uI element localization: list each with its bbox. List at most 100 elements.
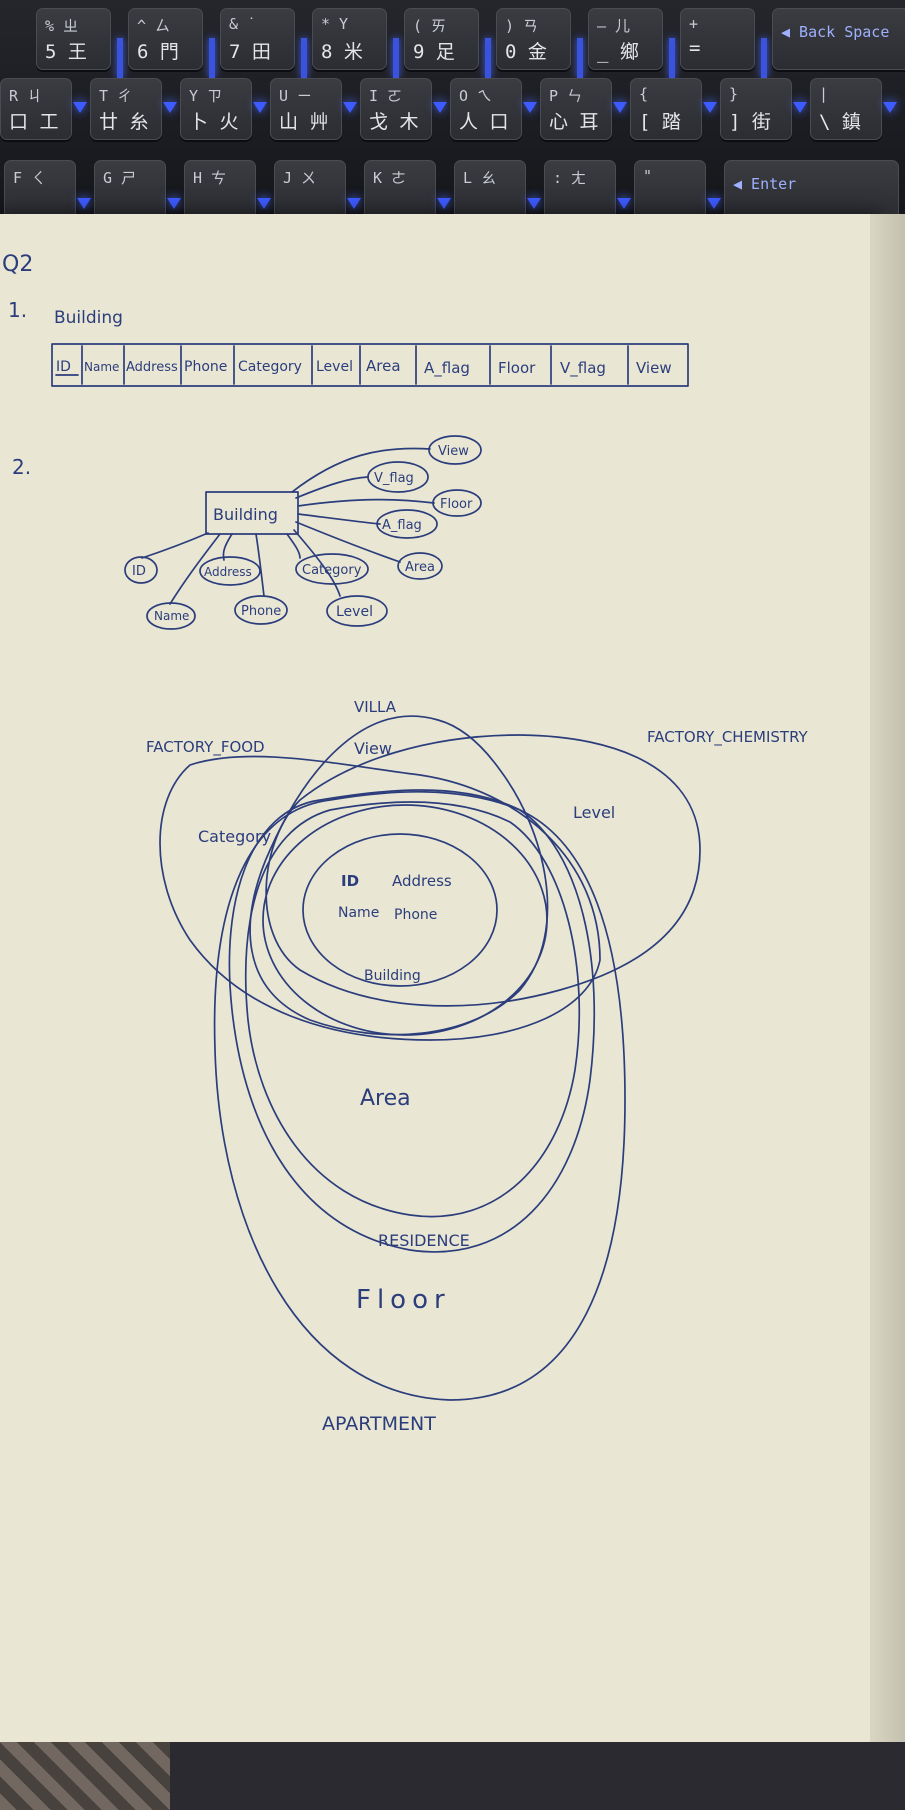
keyboard-key-legend: Y ㄗ: [189, 87, 223, 105]
keyboard-key[interactable]: * Y 8 米: [312, 8, 387, 70]
keyboard-key-legend: ◀ Enter: [733, 175, 797, 193]
question-number: Q2: [2, 252, 33, 277]
part1-number: 1.: [8, 298, 27, 322]
keyboard-key[interactable]: & ˙7 田: [220, 8, 295, 70]
keyboard-key-sublegend: \ 鎮: [819, 111, 861, 133]
keyboard-key[interactable]: — 儿_ 鄉: [588, 8, 663, 70]
keyboard-key-legend: P ㄣ: [549, 87, 583, 105]
keyboard-key[interactable]: R ㄐ口 工: [0, 78, 72, 140]
er-attr-level: Level: [336, 604, 373, 620]
keyboard-key[interactable]: L ㄠ: [454, 160, 526, 220]
keyboard-key[interactable]: { [ 踏: [630, 78, 702, 140]
keyboard-key-legend: |: [819, 85, 829, 103]
keyboard-key[interactable]: ": [634, 160, 706, 220]
er-attr-floor: Floor: [440, 497, 473, 512]
factory-chemistry-region: [265, 734, 701, 1007]
keyboard-key[interactable]: | \ 鎮: [810, 78, 882, 140]
col-id: ID: [56, 359, 71, 375]
apartment-region: [213, 790, 626, 1401]
col-view: View: [636, 359, 672, 377]
key-backlight-glow: [117, 38, 123, 78]
keyboard-key[interactable]: I ㄛ戈 木: [360, 78, 432, 140]
patterned-mat: [0, 1742, 170, 1810]
er-attr-name: Name: [154, 609, 189, 623]
venn-residence: RESIDENCE: [378, 1231, 470, 1250]
key-backlight-glow: [393, 38, 399, 78]
keyboard-key[interactable]: T ㄔ廿 糸: [90, 78, 162, 140]
key-backlight-glow: [761, 38, 767, 78]
venn-floor: Floor: [356, 1285, 451, 1315]
keyboard-key-sublegend: 口 工: [9, 111, 59, 133]
keyboard-key-legend: L ㄠ: [463, 169, 497, 187]
er-attr-a-flag: A_flag: [382, 518, 422, 533]
keyboard-key-sublegend: 卜 火: [189, 111, 239, 133]
keyboard-key-sublegend: 9 足: [413, 41, 455, 63]
col-floor: Floor: [498, 359, 536, 377]
keyboard-key-legend: J ㄨ: [283, 169, 317, 187]
keyboard-key-legend: F ㄑ: [13, 169, 47, 187]
key-backlight-glow: [613, 102, 627, 113]
key-backlight-glow: [669, 38, 675, 78]
keyboard-key-legend: R ㄐ: [9, 87, 43, 105]
key-backlight-glow: [703, 102, 717, 113]
keyboard-key-legend: {: [639, 85, 649, 103]
venn-name: Name: [338, 905, 379, 921]
keyboard-key-legend: ": [643, 167, 653, 185]
inner-ring-region: [262, 804, 548, 1036]
key-backlight-glow: [73, 102, 87, 113]
keyboard-key[interactable]: ◀ Back Space: [772, 8, 905, 70]
key-backlight-glow: [707, 198, 721, 209]
keyboard-key-legend: : ㄤ: [553, 169, 587, 187]
keyboard-key[interactable]: U ㄧ山 艸: [270, 78, 342, 140]
keyboard-key[interactable]: F ㄑ: [4, 160, 76, 220]
er-attribute-ovals: [124, 435, 482, 630]
keyboard-key-sublegend: =: [689, 37, 701, 59]
er-attr-area: Area: [405, 560, 435, 575]
keyboard-key[interactable]: J ㄨ: [274, 160, 346, 220]
keyboard-key[interactable]: O ㄟ人 口: [450, 78, 522, 140]
keyboard-key-sublegend: 5 王: [45, 41, 87, 63]
venn-phone: Phone: [394, 907, 437, 923]
keyboard-key[interactable]: : ㄤ: [544, 160, 616, 220]
er-attr-v-flag: V_flag: [374, 471, 414, 486]
keyboard-key[interactable]: Y ㄗ卜 火: [180, 78, 252, 140]
paper-edge: [870, 214, 905, 1742]
keyboard-key-sublegend: ] 街: [729, 111, 771, 133]
keyboard-key-sublegend: [ 踏: [639, 111, 681, 133]
keyboard-key[interactable]: H ㄘ: [184, 160, 256, 220]
er-entity-label: Building: [213, 505, 278, 524]
key-backlight-glow: [523, 102, 537, 113]
er-attr-category: Category: [302, 563, 362, 578]
relation-table-dividers: [81, 345, 629, 385]
col-level: Level: [316, 359, 353, 375]
keyboard-key-sublegend: 0 金: [505, 41, 547, 63]
factory-food-region: [159, 755, 601, 1041]
key-backlight-glow: [485, 38, 491, 78]
keyboard-key[interactable]: ^ ㄙ 6 門: [128, 8, 203, 70]
keyboard-key-legend: +: [689, 15, 699, 33]
keyboard-key-legend: * Y: [321, 15, 349, 33]
venn-level: Level: [573, 803, 615, 822]
keyboard-key[interactable]: P ㄣ心 耳: [540, 78, 612, 140]
venn-view: View: [354, 739, 392, 758]
keyboard-key-legend: ^ ㄙ: [137, 17, 171, 35]
keyboard-key-sublegend: 人 口: [459, 111, 509, 133]
er-attribute-lines: [141, 447, 435, 605]
key-backlight-glow: [301, 38, 307, 78]
venn-address: Address: [392, 872, 452, 890]
keyboard-key[interactable]: G ㄕ: [94, 160, 166, 220]
keyboard-key[interactable]: K ㄜ: [364, 160, 436, 220]
notes-text: Q2 1. Building ID Name Address Phone Cat…: [2, 252, 809, 1435]
keyboard-key-sublegend: 廿 糸: [99, 111, 149, 133]
keyboard-key[interactable]: +=: [680, 8, 755, 70]
keyboard-key-sublegend: 8 米: [321, 41, 363, 63]
keyboard-key[interactable]: ◀ Enter: [724, 160, 899, 220]
venn-id: ID: [341, 872, 359, 890]
venn-building: Building: [364, 968, 421, 984]
keyboard-key-legend: T ㄔ: [99, 87, 133, 105]
keyboard-key-sublegend: 6 門: [137, 41, 179, 63]
keyboard-key[interactable]: }] 街: [720, 78, 792, 140]
